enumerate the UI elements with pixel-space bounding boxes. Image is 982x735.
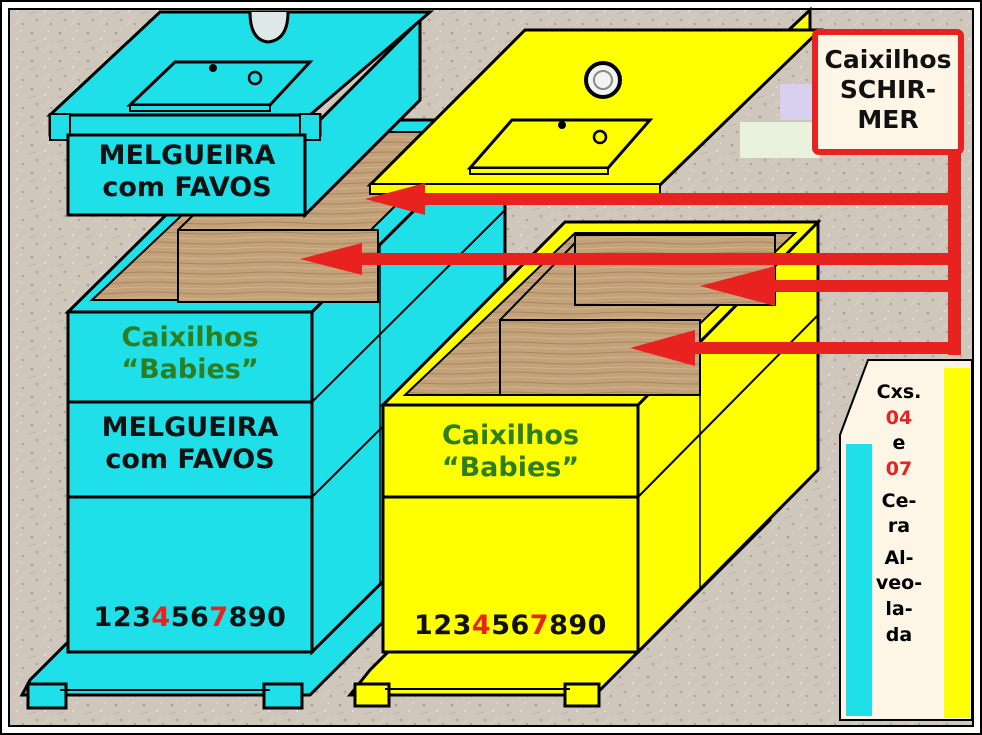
side-note-line: Cxs.	[876, 381, 922, 403]
left-babies-box	[66, 310, 314, 404]
schirmer-line-3: MER	[857, 105, 919, 134]
left-babies-label: Caixilhos “Babies”	[72, 322, 308, 386]
side-note-line: da	[885, 623, 913, 646]
left-brood-box	[66, 495, 314, 654]
right-num-part: 123	[414, 610, 472, 641]
left-frame-numbers: 1234567890	[72, 602, 308, 634]
left-super-line-2: com FAVOS	[102, 171, 272, 203]
left-num-part: 123	[93, 602, 152, 633]
left-super-line-1: MELGUEIRA	[98, 140, 276, 171]
right-babies-label: Caixilhos “Babies”	[387, 420, 634, 484]
side-note: Cxs. 04 e 07 Ce- ra Al- veo- la- da	[872, 380, 926, 648]
right-babies-line-1: Caixilhos	[441, 420, 580, 451]
left-num-part: 56	[170, 602, 210, 633]
left-babies-line-2: “Babies”	[121, 353, 259, 385]
left-num-highlight: 7	[209, 602, 229, 633]
schirmer-label: Caixilhos SCHIR- MER	[818, 35, 958, 135]
right-num-highlight: 7	[529, 610, 550, 641]
right-babies-box	[381, 403, 640, 499]
left-babies-line-1: Caixilhos	[121, 322, 259, 353]
schirmer-line-1: Caixilhos	[824, 45, 952, 74]
left-super-label: MELGUEIRA com FAVOS	[72, 140, 302, 204]
right-babies-line-2: “Babies”	[441, 451, 580, 483]
side-note-line: Ce-	[881, 489, 917, 512]
side-note-box-number: 07	[885, 457, 913, 480]
schirmer-line-2: SCHIR-	[839, 75, 937, 104]
right-num-part: 56	[491, 610, 530, 641]
left-top-super	[46, 10, 435, 219]
right-brood-box	[381, 495, 640, 654]
left-num-highlight: 4	[151, 602, 171, 633]
right-num-part: 890	[549, 610, 607, 641]
side-note-box-number: 04	[885, 406, 913, 429]
left-num-part: 890	[228, 602, 287, 633]
right-num-highlight: 4	[471, 610, 492, 641]
mint-panel	[740, 122, 820, 158]
left-middle-line-2: com FAVOS	[105, 443, 275, 475]
side-note-line: e	[892, 432, 906, 455]
left-middle-box	[66, 400, 314, 499]
side-note-line: la-	[885, 598, 913, 621]
right-top-lid	[366, 6, 824, 195]
side-note-line: Al-	[884, 546, 914, 569]
side-stripes	[839, 359, 973, 721]
right-frame-numbers: 1234567890	[387, 610, 634, 642]
side-note-line: veo-	[875, 572, 923, 595]
left-middle-label: MELGUEIRA com FAVOS	[72, 412, 308, 476]
schirmer-callout: Caixilhos SCHIR- MER	[812, 29, 964, 155]
red-arrows	[300, 150, 961, 366]
side-note-line: ra	[887, 515, 911, 538]
left-middle-line-1: MELGUEIRA	[101, 412, 279, 443]
